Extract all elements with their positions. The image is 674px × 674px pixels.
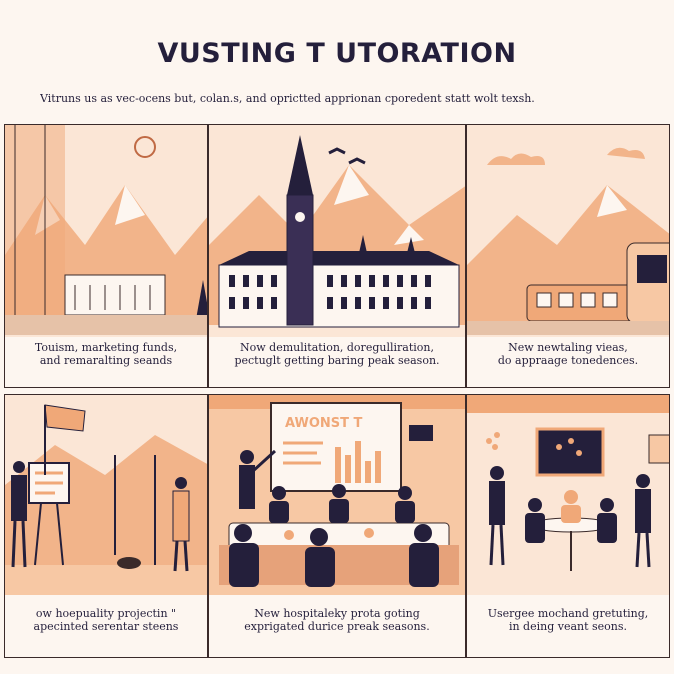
panel-3-caption: New newtaling vieas, do appraage toneden… xyxy=(467,337,669,387)
panel-4-caption-line1: ow hoepuality projectin " xyxy=(35,607,177,620)
panel-2-caption-line2: pectuglt getting baring peak season. xyxy=(234,354,440,367)
panel-6-caption-line2: in deing veant seons. xyxy=(508,620,628,633)
panel-5-caption-line1: New hospitaleky prota goting xyxy=(254,607,420,620)
panel-5-caption-line2: exprigated durice preak seasons. xyxy=(244,620,430,633)
panel-5-caption: New hospitaleky prota goting exprigated … xyxy=(209,595,465,657)
panel-1: Touism, marketing funds, and remaralting… xyxy=(4,124,208,388)
panel-6-caption-line1: Usergee mochand gretuting, xyxy=(487,607,649,620)
panel-1-caption: Touism, marketing funds, and remaralting… xyxy=(5,337,207,387)
page-subtitle: Vitruns us as vec-ocens but, colan.s, an… xyxy=(40,92,535,105)
panel-2-caption: Now demulitation, doregulliration, pectu… xyxy=(209,337,465,387)
panel-4: ow hoepuality projectin " apecinted sere… xyxy=(4,394,208,658)
panel-6-caption: Usergee mochand gretuting, in deing vean… xyxy=(467,595,669,657)
panel-4-caption-line2: apecinted serentar steens xyxy=(33,620,179,633)
panel-5: AWONST T xyxy=(208,394,466,658)
panel-3-caption-line2: do appraage tonedences. xyxy=(497,354,639,367)
comic-grid: Touism, marketing funds, and remaralting… xyxy=(4,124,670,658)
presentation-board-text: AWONST T xyxy=(285,416,363,431)
panel-1-caption-line2: and remaralting seands xyxy=(39,354,173,367)
panel-4-caption: ow hoepuality projectin " apecinted sere… xyxy=(5,595,207,657)
panel-3-caption-line1: New newtaling vieas, xyxy=(508,341,628,354)
panel-1-caption-line1: Touism, marketing funds, xyxy=(34,341,178,354)
panel-6: Usergee mochand gretuting, in deing vean… xyxy=(466,394,670,658)
panel-2: Now demulitation, doregulliration, pectu… xyxy=(208,124,466,388)
panel-2-caption-line1: Now demulitation, doregulliration, xyxy=(240,341,434,354)
panel-3: New newtaling vieas, do appraage toneden… xyxy=(466,124,670,388)
panel-1-illustration xyxy=(5,125,207,387)
page-title: VUSTING T UTORATION xyxy=(157,38,517,69)
